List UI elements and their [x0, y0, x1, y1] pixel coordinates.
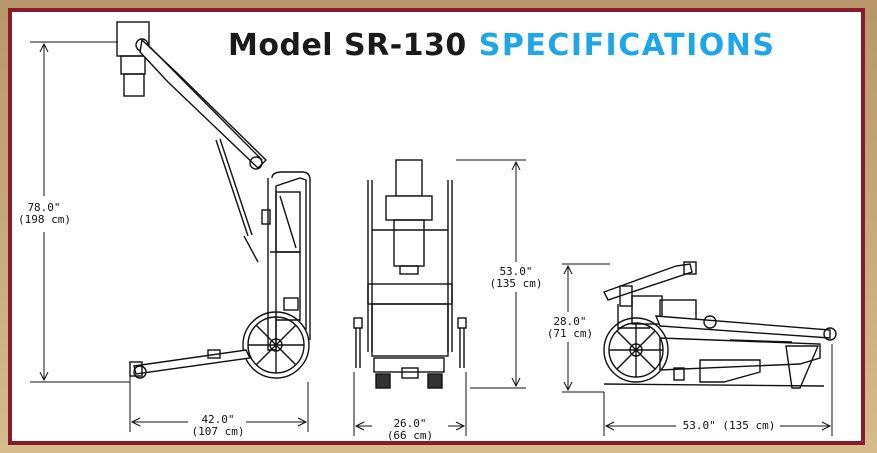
model-name: Model SR-130: [228, 28, 467, 63]
side-height-inches: 78.0": [27, 201, 61, 214]
side-length-label: 42.0" (107 cm): [190, 414, 246, 438]
front-width-cm: (66 cm): [386, 429, 434, 442]
front-view-dimensions: [353, 159, 526, 436]
front-width-label: 26.0" (66 cm): [378, 418, 442, 442]
front-width-inches: 26.0": [393, 417, 427, 430]
front-height-cm: (135 cm): [489, 277, 543, 290]
front-height-label: 53.0" (135 cm): [480, 266, 552, 290]
folded-length-label: 53.0" (135 cm): [680, 420, 778, 432]
folded-view-dimensions: [562, 263, 833, 436]
side-view-dimensions: [30, 41, 309, 432]
folded-height-inches: 28.0": [553, 315, 587, 328]
front-height-inches: 53.0": [499, 265, 533, 278]
folded-height-cm: (71 cm): [546, 327, 594, 340]
side-view-machine: [116, 21, 311, 379]
side-length-inches: 42.0": [201, 413, 235, 426]
side-height-label: 78.0" (198 cm): [18, 201, 71, 226]
specifications-heading: SPECIFICATIONS: [478, 28, 776, 63]
folded-view-machine: [603, 261, 837, 389]
folded-length-text: 53.0" (135 cm): [682, 419, 776, 432]
front-view-machine: [353, 159, 467, 389]
folded-height-label: 28.0" (71 cm): [540, 316, 600, 340]
page-title: Model SR-130 SPECIFICATIONS: [228, 28, 775, 63]
side-length-cm: (107 cm): [191, 425, 245, 438]
side-height-cm: (198 cm): [18, 213, 71, 226]
